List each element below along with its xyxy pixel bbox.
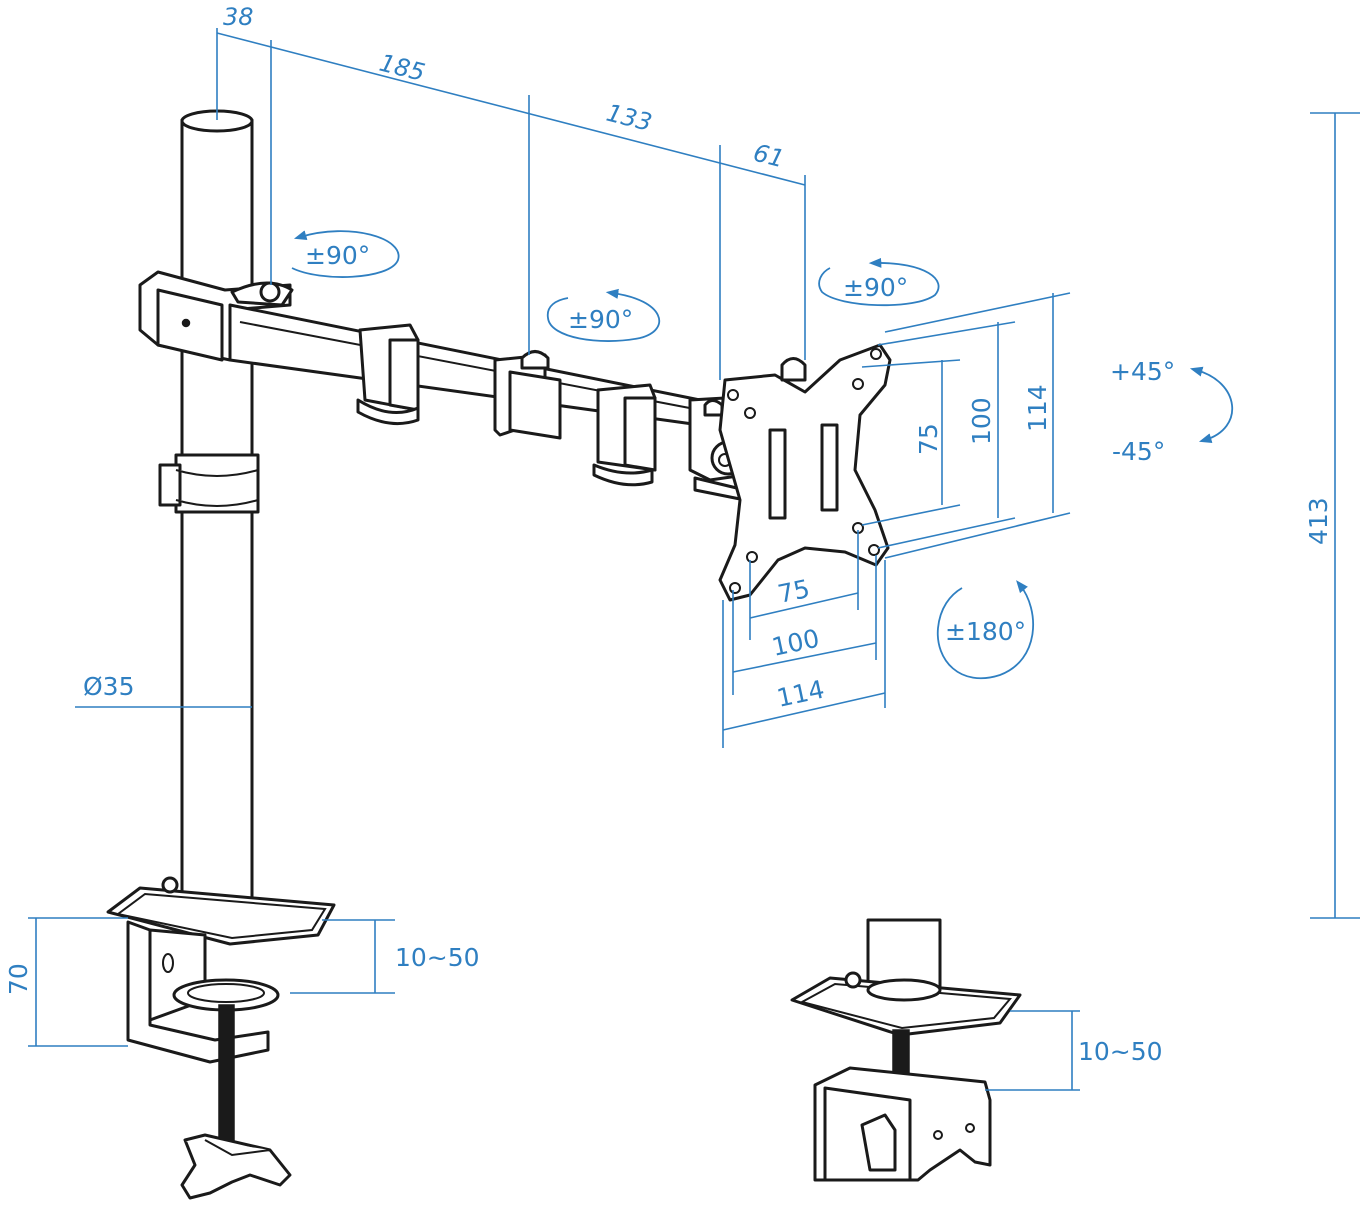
clamp-height-label: 70 (4, 963, 33, 995)
rotate-arrow-icon (936, 580, 1035, 680)
elbow-swivel-arrow-icon (546, 288, 660, 342)
dimension-lines (28, 28, 1360, 1091)
pole-swivel-label: ±90° (305, 241, 370, 270)
vesa-vertical-114-label: 114 (1023, 384, 1052, 432)
pole (180, 109, 254, 912)
rotation-arrows (291, 230, 1233, 680)
vesa-plate (718, 343, 892, 602)
vesa-vertical-75-label: 75 (914, 423, 943, 455)
head-swivel-label: ±90° (843, 273, 908, 302)
grommet-thickness-label: 10~50 (1078, 1037, 1163, 1066)
dim-38-label: 38 (223, 3, 254, 31)
vesa-horizontal-75-label: 75 (775, 574, 812, 609)
rotate-label: ±180° (945, 617, 1026, 646)
clamp-thickness-label: 10~50 (395, 943, 480, 972)
vesa-vertical-100-label: 100 (967, 397, 996, 445)
pole-swivel-arrow-icon (291, 230, 400, 278)
dim-185-label: 185 (377, 49, 428, 87)
dim-61-label: 61 (751, 139, 787, 174)
pole-height-label: 413 (1304, 497, 1333, 545)
grommet-mount (790, 918, 1022, 1182)
cable-clip-pole (158, 453, 260, 514)
tilt-arrow-icon (1189, 366, 1233, 444)
dim-133-label: 133 (604, 99, 655, 137)
desk-clamp (106, 876, 336, 1200)
elbow-swivel-label: ±90° (568, 305, 633, 334)
vesa-horizontal-114-label: 114 (774, 675, 827, 713)
tilt-up-label: +45° (1110, 357, 1175, 386)
monitor-arm (138, 270, 747, 502)
head-swivel-arrow-icon (818, 257, 940, 307)
pole-diameter-label: Ø35 (83, 672, 135, 701)
tilt-down-label: -45° (1112, 437, 1165, 466)
